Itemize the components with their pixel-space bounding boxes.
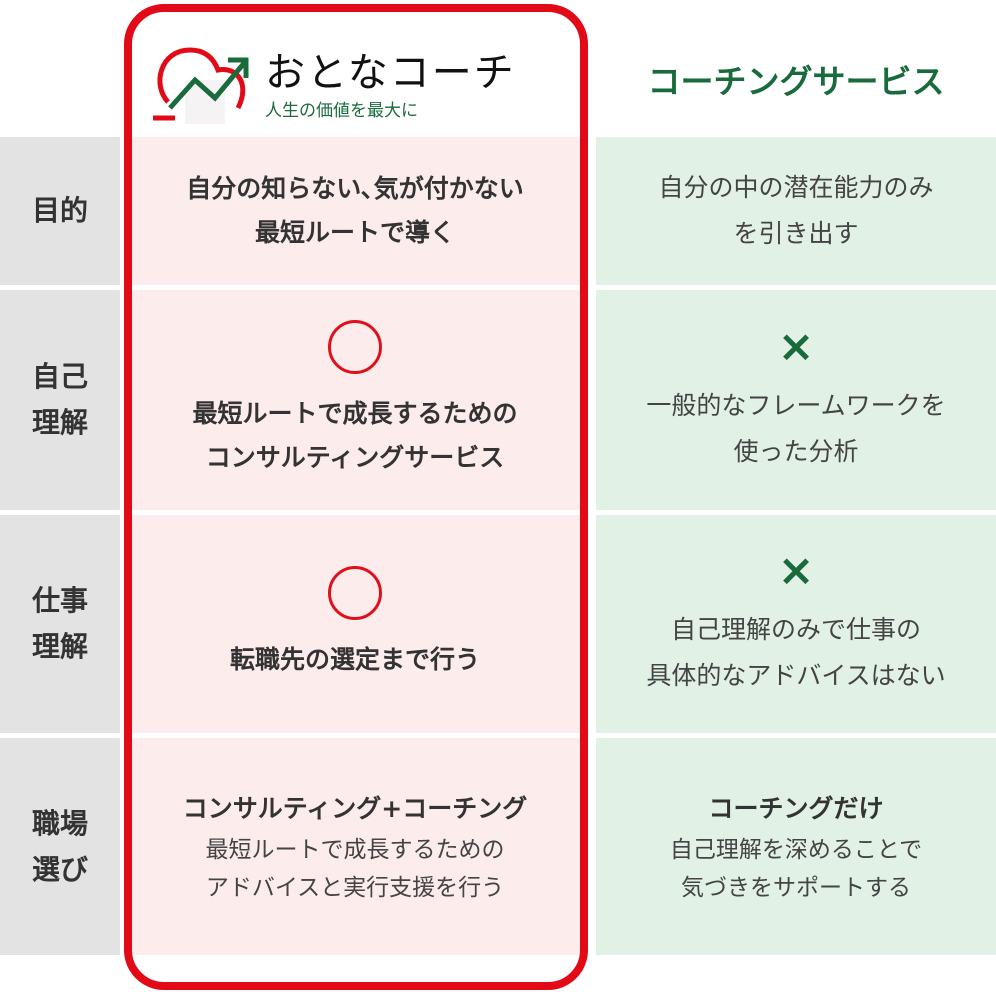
- ours-self-understanding: 最短ルートで成長するための コンサルティングサービス: [128, 290, 582, 510]
- text-line: 最短ルートで成長するための: [205, 836, 505, 863]
- text-line: 自己理解を深めることで: [669, 836, 923, 863]
- label-text: 理解: [31, 406, 88, 439]
- text-line: コンサルティングサービス: [205, 443, 505, 472]
- text-line: 自分の中の潜在能力のみ: [658, 173, 934, 202]
- logo-title: おとなコーチ: [265, 50, 516, 96]
- cloud-growth-arrow-icon: [153, 47, 249, 124]
- circle-mark-icon: [328, 566, 382, 620]
- text-line: 最短ルートで成長するための: [192, 399, 518, 428]
- circle-mark-icon: [328, 320, 382, 374]
- label-text: 仕事: [31, 584, 88, 617]
- label-text: 選び: [31, 852, 88, 886]
- text-line: アドバイスと実行支援を行う: [205, 874, 505, 901]
- cross-mark-icon: ×: [777, 545, 815, 596]
- ours-workplace-choice: コンサルティング+コーチング 最短ルートで成長するための アドバイスと実行支援を…: [128, 738, 582, 955]
- theirs-workplace-choice: コーチングだけ 自己理解を深めることで 気づきをサポートする: [596, 738, 996, 955]
- text-line: 自己理解のみで仕事の: [670, 615, 921, 644]
- label-text: 自己: [31, 360, 88, 393]
- cross-mark-icon: ×: [777, 321, 815, 372]
- competitor-header: コーチングサービス: [647, 62, 945, 101]
- theirs-self-understanding: × 一般的なフレームワークを 使った分析: [596, 290, 996, 510]
- cell-title: コンサルティング+コーチング: [182, 793, 528, 823]
- label-text: 理解: [31, 630, 88, 663]
- theirs-purpose: 自分の中の潜在能力のみ を引き出す: [596, 137, 996, 285]
- theirs-job-understanding: × 自己理解のみで仕事の 具体的なアドバイスはない: [596, 515, 996, 733]
- text-line: 最短ルートで導く: [254, 218, 455, 247]
- text-line: 転職先の選定まで行う: [229, 645, 480, 674]
- label-text: 職場: [31, 806, 88, 840]
- row-label-job-understanding: 仕事 理解: [0, 515, 120, 733]
- row-label-workplace-choice: 職場 選び: [0, 738, 120, 955]
- cell-title: コーチングだけ: [708, 793, 884, 823]
- logo-tagline: 人生の価値を最大に: [265, 101, 418, 121]
- label-text: 目的: [31, 194, 88, 227]
- otona-coach-logo: おとなコーチ 人生の価値を最大に: [150, 40, 570, 130]
- text-line: 具体的なアドバイスはない: [646, 661, 946, 690]
- text-line: 使った分析: [733, 437, 859, 466]
- row-label-purpose: 目的: [0, 137, 120, 285]
- ours-job-understanding: 転職先の選定まで行う: [128, 515, 582, 733]
- row-label-self-understanding: 自己 理解: [0, 290, 120, 510]
- text-line: 一般的なフレームワークを: [646, 391, 946, 420]
- text-line: を引き出す: [733, 219, 859, 248]
- text-line: 気づきをサポートする: [681, 874, 911, 901]
- text-line: 自分の知らない､気が付かない: [186, 174, 524, 203]
- ours-purpose: 自分の知らない､気が付かない 最短ルートで導く: [128, 137, 582, 285]
